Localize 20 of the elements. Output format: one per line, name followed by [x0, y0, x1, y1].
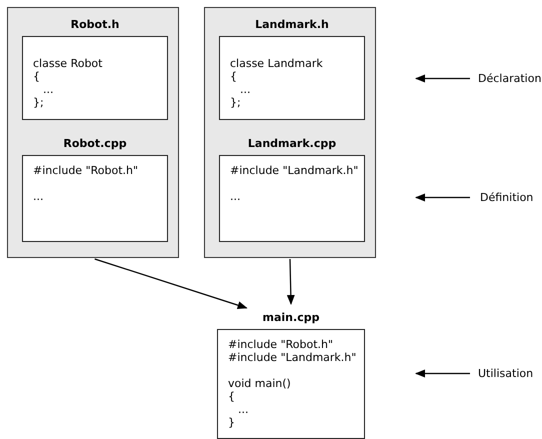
stage-label: Définition: [480, 191, 534, 204]
file-name: Robot.h: [70, 17, 120, 32]
arrow: [286, 258, 295, 305]
code-block: #include "Robot.h" ...: [22, 155, 168, 242]
file-name: Landmark.cpp: [246, 136, 338, 151]
stage-label: Utilisation: [478, 367, 534, 380]
code-block: classe Landmark { ... };: [219, 36, 365, 120]
arrow: [415, 370, 470, 378]
stage-label: Déclaration: [478, 72, 542, 85]
arrow: [415, 74, 470, 82]
code-block: #include "Landmark.h" ...: [219, 155, 365, 242]
file-name: main.cpp: [262, 310, 320, 325]
file-name: Landmark.h: [254, 17, 330, 32]
file-panel: [204, 7, 376, 258]
code-block: #include "Robot.h" #include "Landmark.h" void main() { ... }: [217, 329, 365, 439]
file-name: Robot.cpp: [62, 136, 128, 151]
arrow: [415, 194, 470, 202]
arrow: [94, 258, 248, 310]
code-block: classe Robot { ... };: [22, 36, 168, 120]
file-panel: [7, 7, 179, 258]
